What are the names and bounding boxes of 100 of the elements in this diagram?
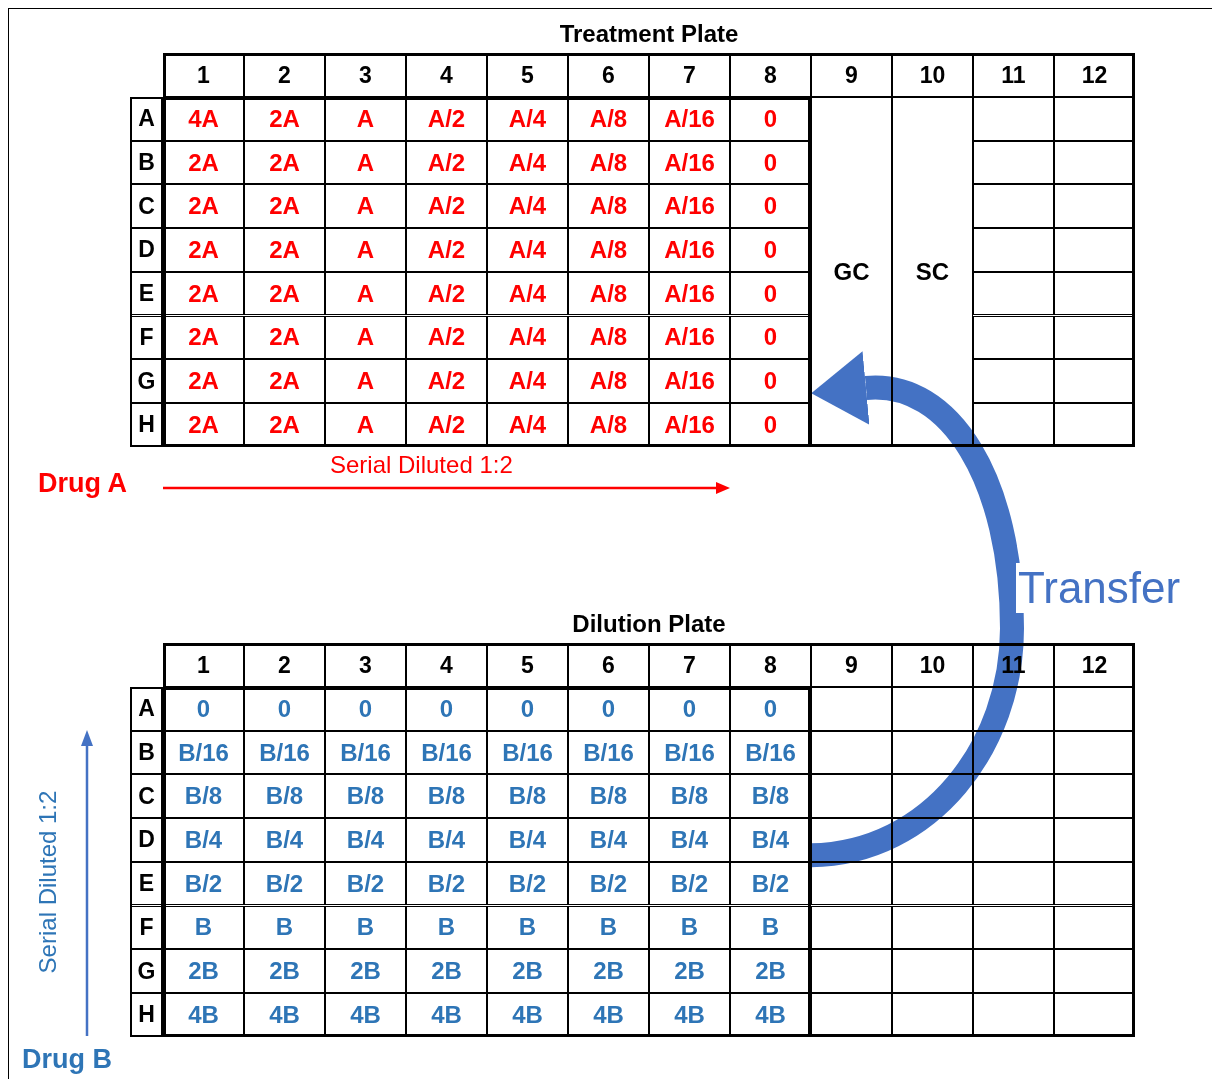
- well-value: 0: [730, 97, 811, 141]
- well-value: 2A: [244, 271, 325, 316]
- well-value: A/16: [649, 228, 730, 272]
- well-value: A: [325, 97, 406, 141]
- well-value: B: [649, 905, 730, 950]
- column-number: 5: [487, 53, 568, 97]
- dilution-note: Serial Diluted 1:2: [34, 790, 62, 974]
- well-value: A/4: [487, 402, 568, 447]
- well-value: B/16: [325, 730, 406, 775]
- well-value: A/16: [649, 359, 730, 403]
- well-value: B/8: [163, 774, 244, 819]
- well-value: 2A: [163, 140, 244, 185]
- column-number: 7: [649, 53, 730, 97]
- well-value: A/16: [649, 402, 730, 447]
- column-number: 2: [244, 53, 325, 97]
- well-value: B/2: [325, 861, 406, 906]
- drug-name: Drug A: [38, 468, 127, 499]
- well-value: A/8: [568, 271, 649, 316]
- well-value: A/8: [568, 359, 649, 403]
- column-number: 10: [892, 643, 973, 687]
- well-value: A: [325, 271, 406, 316]
- well-value: B/4: [163, 818, 244, 862]
- well-value: 0: [163, 687, 244, 731]
- well-value: B: [730, 905, 811, 950]
- plate-title: Dilution Plate: [571, 609, 727, 639]
- well-value: 4B: [406, 992, 487, 1037]
- well-value: B/2: [406, 861, 487, 906]
- well-value: B/16: [649, 730, 730, 775]
- well-value: A: [325, 140, 406, 185]
- well-value: B/2: [568, 861, 649, 906]
- well-value: 2B: [487, 949, 568, 993]
- drug-name: Drug B: [22, 1044, 112, 1075]
- row-letter: F: [130, 315, 163, 360]
- row-letter: E: [130, 271, 163, 316]
- well-value: A/4: [487, 228, 568, 272]
- row-letter: F: [130, 905, 163, 950]
- well-value: B/8: [487, 774, 568, 819]
- column-number: 9: [811, 643, 892, 687]
- well-value: 0: [730, 687, 811, 731]
- well-value: A/8: [568, 140, 649, 185]
- well-value: 0: [649, 687, 730, 731]
- well-value: 0: [730, 271, 811, 316]
- well-value: A/2: [406, 184, 487, 229]
- column-number: 9: [811, 53, 892, 97]
- well-value: 4B: [163, 992, 244, 1037]
- well-value: 2B: [406, 949, 487, 993]
- column-number: 6: [568, 643, 649, 687]
- well-value: 4B: [244, 992, 325, 1037]
- well-value: 2B: [325, 949, 406, 993]
- well-value: 0: [730, 315, 811, 360]
- column-number: 1: [163, 53, 244, 97]
- well-value: B/16: [244, 730, 325, 775]
- well-value: 2A: [163, 359, 244, 403]
- well-value: 0: [730, 359, 811, 403]
- well-value: B: [163, 905, 244, 950]
- well-value: B: [487, 905, 568, 950]
- column-number: 3: [325, 643, 406, 687]
- well-value: B: [568, 905, 649, 950]
- well-value: A/4: [487, 184, 568, 229]
- well-value: 2A: [244, 228, 325, 272]
- column-number: 4: [406, 643, 487, 687]
- well-value: B/2: [649, 861, 730, 906]
- column-number: 10: [892, 53, 973, 97]
- well-value: A/2: [406, 228, 487, 272]
- well-value: B/4: [325, 818, 406, 862]
- row-letter: C: [130, 774, 163, 819]
- column-number: 2: [244, 643, 325, 687]
- drug-well-block: [163, 97, 811, 447]
- well-value: B/4: [244, 818, 325, 862]
- well-value: B/16: [487, 730, 568, 775]
- well-value: A/8: [568, 97, 649, 141]
- well-value: 2A: [163, 228, 244, 272]
- well-value: A: [325, 359, 406, 403]
- column-number: 7: [649, 643, 730, 687]
- row-letter: B: [130, 730, 163, 775]
- well-value: 2B: [730, 949, 811, 993]
- well-value: B/2: [730, 861, 811, 906]
- well-value: 2A: [244, 402, 325, 447]
- well-value: 2A: [244, 359, 325, 403]
- well-value: B/8: [568, 774, 649, 819]
- well-value: B: [406, 905, 487, 950]
- column-number: 11: [973, 53, 1054, 97]
- column-number: 1: [163, 643, 244, 687]
- well-value: 4B: [730, 992, 811, 1037]
- plate-title: Treatment Plate: [558, 19, 740, 49]
- well-value: 2A: [244, 184, 325, 229]
- control-well-label: GC: [811, 97, 892, 447]
- well-value: A/16: [649, 271, 730, 316]
- well-value: 4A: [163, 97, 244, 141]
- well-value: A: [325, 402, 406, 447]
- well-value: 2A: [163, 271, 244, 316]
- well-value: A: [325, 315, 406, 360]
- well-value: 2B: [649, 949, 730, 993]
- row-letter: C: [130, 184, 163, 229]
- well-value: 2A: [244, 140, 325, 185]
- well-value: A/8: [568, 315, 649, 360]
- column-number: 8: [730, 643, 811, 687]
- well-value: B/4: [406, 818, 487, 862]
- well-value: 2B: [568, 949, 649, 993]
- column-number: 12: [1054, 643, 1135, 687]
